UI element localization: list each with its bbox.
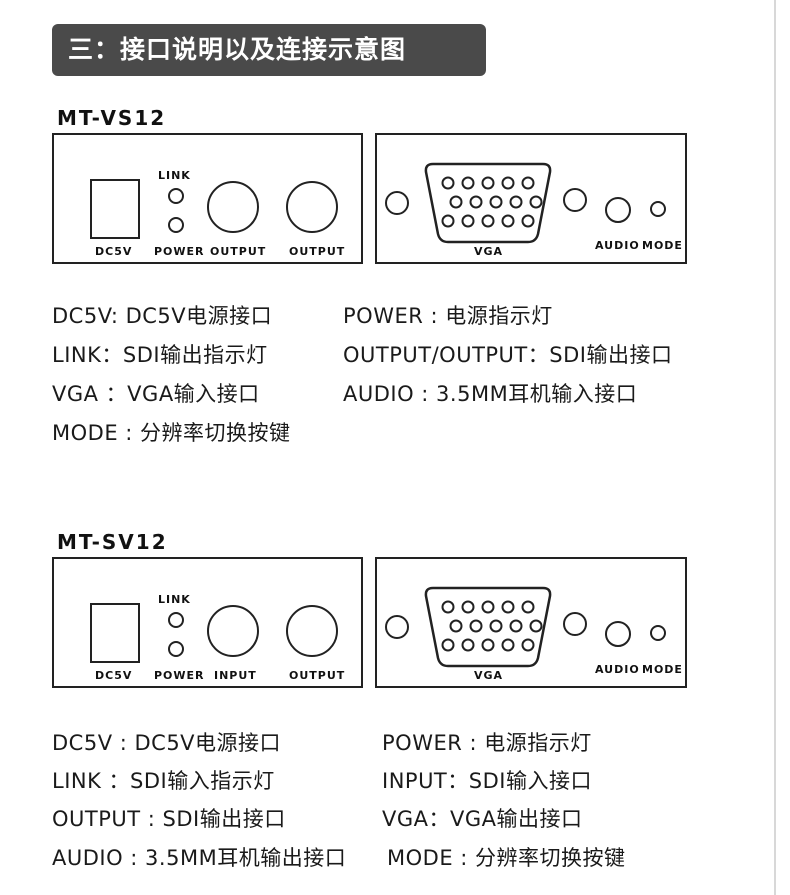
desc-link: LINK：SDI输出指示灯 [52, 343, 268, 367]
vga-screw-right [563, 612, 587, 636]
desc-vga: VGA ：VGA输入接口 [52, 382, 260, 406]
desc-link: LINK ：SDI输入指示灯 [52, 769, 275, 793]
vga-label: VGA [474, 669, 504, 682]
power-led-indicator [168, 641, 184, 657]
desc-audio: AUDIO : 3.5MM耳机输入接口 [343, 382, 638, 406]
link-label: LINK [158, 593, 191, 606]
model-title-sv12: MT-SV12 [57, 530, 168, 554]
power-label: POWER [154, 245, 205, 258]
sdi-output-bnc-1 [207, 181, 259, 233]
mode-label: MODE [642, 663, 683, 676]
desc-vga: VGA：VGA输出接口 [382, 807, 583, 831]
vga-label: VGA [474, 245, 504, 258]
desc-mode: MODE : 分辨率切换按键 [52, 421, 291, 445]
sdi-output-bnc [286, 605, 338, 657]
model-title-vs12: MT-VS12 [57, 106, 167, 130]
dc5v-label: DC5V [95, 669, 133, 682]
output-label: OUTPUT [289, 669, 346, 682]
audio-label: AUDIO [595, 239, 640, 252]
mode-label: MODE [642, 239, 683, 252]
rear-panel-left-sv12: DC5V LINK POWER INPUT OUTPUT [52, 557, 363, 688]
sdi-input-bnc [207, 605, 259, 657]
dc5v-power-jack [90, 179, 140, 239]
rear-panel-right-vs12: VGA AUDIO MODE [375, 133, 687, 264]
sdi-output-bnc-2 [286, 181, 338, 233]
link-led-indicator [168, 188, 184, 204]
rear-panel-right-sv12: VGA AUDIO MODE [375, 557, 687, 688]
desc-output: OUTPUT : SDI输出接口 [52, 807, 286, 831]
output-label-1: OUTPUT [210, 245, 267, 258]
desc-input: INPUT：SDI输入接口 [382, 769, 592, 793]
audio-jack [605, 621, 631, 647]
dc5v-power-jack [90, 603, 140, 663]
desc-mode: MODE : 分辨率切换按键 [387, 846, 626, 870]
mode-button [650, 625, 666, 641]
rear-panel-left-vs12: DC5V LINK POWER OUTPUT OUTPUT [52, 133, 363, 264]
link-led-indicator [168, 612, 184, 628]
vga-screw-left [385, 191, 409, 215]
section-header-banner: 三：接口说明以及连接示意图 [52, 24, 486, 76]
vga-connector-icon [424, 586, 552, 668]
desc-dc5v: DC5V: DC5V电源接口 [52, 304, 273, 328]
input-label: INPUT [214, 669, 257, 682]
vga-screw-right [563, 188, 587, 212]
desc-dc5v: DC5V : DC5V电源接口 [52, 731, 282, 755]
desc-power: POWER : 电源指示灯 [343, 304, 553, 328]
power-led-indicator [168, 217, 184, 233]
page-edge-rule [774, 0, 776, 895]
vga-connector-icon [424, 162, 552, 244]
power-label: POWER [154, 669, 205, 682]
link-label: LINK [158, 169, 191, 182]
output-label-2: OUTPUT [289, 245, 346, 258]
mode-button [650, 201, 666, 217]
dc5v-label: DC5V [95, 245, 133, 258]
vga-screw-left [385, 615, 409, 639]
audio-jack [605, 197, 631, 223]
desc-audio: AUDIO : 3.5MM耳机输出接口 [52, 846, 347, 870]
desc-power: POWER : 电源指示灯 [382, 731, 592, 755]
desc-output: OUTPUT/OUTPUT：SDI输出接口 [343, 343, 673, 367]
audio-label: AUDIO [595, 663, 640, 676]
